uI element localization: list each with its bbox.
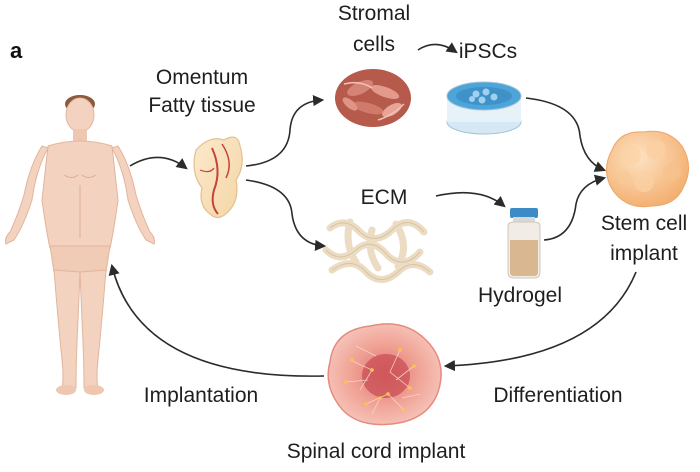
ecm-fibers-icon — [322, 218, 434, 283]
ipscs-label: iPSCs — [458, 40, 518, 63]
stromal-cells-icon — [335, 69, 411, 127]
arrow-ipscs-to-stem — [525, 97, 607, 172]
ecm-label: ECM — [360, 186, 408, 209]
omentum-label-line1: Omentum — [155, 66, 249, 89]
ecm-fiber-outline — [325, 222, 431, 280]
stem-cell-implant-icon — [606, 130, 689, 208]
arrow-stromal-to-ipscs — [417, 42, 458, 54]
omentum-tissue-icon — [193, 136, 243, 219]
omentum-label-line2: Fatty tissue — [148, 94, 256, 117]
arrow-stem-to-spinal — [443, 271, 637, 372]
hydrogel-label: Hydrogel — [477, 284, 563, 307]
spinal-cord-implant-label: Spinal cord implant — [286, 440, 466, 463]
stem-cell-label: Stem cell implant — [588, 212, 700, 266]
arrow-hydrogel-to-stem — [543, 174, 607, 241]
arrow-omentum-to-stromal — [245, 95, 325, 167]
flow-arrows — [108, 42, 637, 377]
arrow-human-to-omentum — [129, 156, 188, 170]
spinal-cord-implant-icon — [327, 323, 442, 426]
differentiation-label: Differentiation — [493, 384, 623, 407]
stromal-label-line1: Stromal — [337, 2, 411, 25]
implantation-label: Implantation — [143, 384, 259, 407]
omentum-label: Omentum Fatty tissue — [138, 66, 266, 118]
ipsc-dish-icon — [446, 81, 522, 135]
stem-cell-label-line2: implant — [610, 242, 678, 265]
arrow-ecm-to-hydrogel — [435, 191, 506, 208]
stromal-label-line2: cells — [352, 33, 395, 56]
hydrogel-vial-icon — [507, 208, 541, 279]
panel-letter: a — [10, 38, 23, 63]
human-figure-icon — [5, 95, 155, 395]
stromal-label: Stromal cells — [318, 2, 430, 57]
arrow-spinal-to-human — [108, 263, 325, 377]
arrow-omentum-to-ecm — [245, 179, 327, 251]
stem-cell-label-line1: Stem cell — [600, 212, 688, 235]
